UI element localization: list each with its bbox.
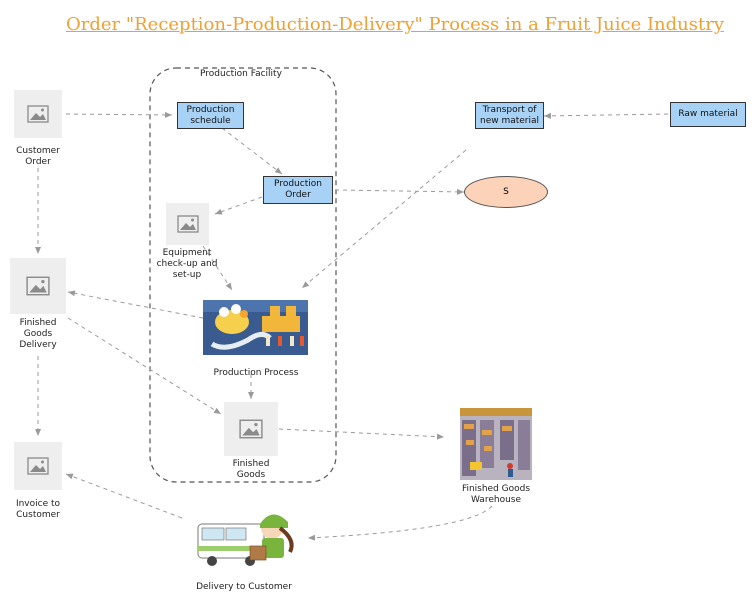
- delivery-van-courier-icon: [197, 514, 294, 566]
- invoice-image: [14, 442, 62, 490]
- juice-production-line-icon: [203, 300, 308, 355]
- customer-order-image: [14, 90, 62, 138]
- delivery-label: Delivery to Customer: [196, 582, 292, 592]
- production-schedule-box[interactable]: Production schedule: [177, 102, 244, 129]
- image-placeholder-icon: [176, 215, 199, 233]
- production-facility-label: Production Facility: [200, 69, 282, 79]
- connector-production-order-to-equipment: [214, 196, 263, 215]
- connector-order-to-schedule: [65, 111, 173, 118]
- image-placeholder-icon: [26, 276, 50, 296]
- production-order-box[interactable]: Production Order: [263, 176, 333, 204]
- connector-transport-to-production: [301, 149, 467, 289]
- connector-finished-goods-to-warehouse: [278, 428, 445, 440]
- connector-delivery-to-invoice: [65, 473, 183, 519]
- connector-equipment-to-production: [202, 245, 233, 291]
- finished-goods-image: [224, 402, 278, 456]
- warehouse-shelves-icon: [460, 408, 532, 480]
- connector-warehouse-to-delivery: [307, 505, 493, 541]
- invoice-label: Invoice to Customer: [15, 499, 61, 520]
- customer-order-label: Customer Order: [16, 146, 60, 167]
- equipment-label: Equipment check-up and set-up: [156, 248, 218, 280]
- connector-production-order-to-s: [334, 188, 465, 195]
- production-process-label: Production Process: [213, 368, 299, 378]
- raw-material-box[interactable]: Raw material: [670, 102, 746, 127]
- image-placeholder-icon: [27, 105, 49, 123]
- equipment-image: [166, 203, 209, 245]
- finished-goods-label: Finished Goods: [232, 459, 270, 480]
- production-facility-container: [149, 67, 337, 483]
- connector-production-to-fg-delivery: [67, 290, 204, 319]
- connector-schedule-to-production-order: [221, 127, 283, 175]
- warehouse-label: Finished Goods Warehouse: [461, 484, 531, 505]
- connector-fg-delivery-to-finished-goods: [67, 317, 222, 415]
- s-ellipse[interactable]: S: [464, 176, 548, 208]
- image-placeholder-icon: [239, 419, 263, 439]
- transport-box[interactable]: Transport of new material: [475, 102, 544, 129]
- image-placeholder-icon: [27, 457, 49, 475]
- connector-rawmaterial-to-transport: [543, 112, 669, 119]
- finished-goods-delivery-label: Finished Goods Delivery: [19, 318, 57, 350]
- diagram-title: Order "Reception-Production-Delivery" Pr…: [65, 14, 725, 35]
- finished-goods-delivery-image: [10, 258, 66, 314]
